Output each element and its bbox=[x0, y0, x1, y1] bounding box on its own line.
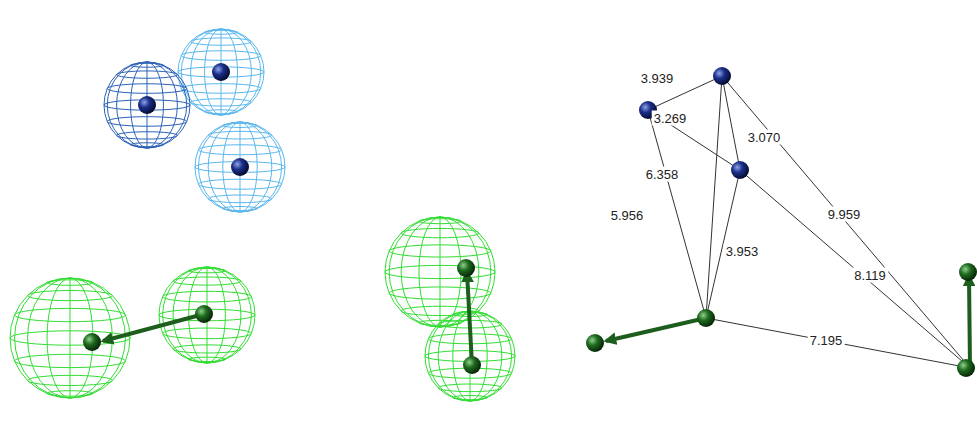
sphere-outline bbox=[195, 122, 285, 212]
distance-line bbox=[740, 170, 970, 368]
distance-line bbox=[722, 76, 740, 170]
sphere-parallel bbox=[28, 290, 113, 300]
distance-label: 9.959 bbox=[826, 207, 863, 222]
sphere-meridian bbox=[28, 278, 113, 398]
vector-arrow bbox=[467, 272, 472, 365]
sphere-parallel bbox=[107, 84, 186, 94]
distance-label: 8.119 bbox=[852, 268, 888, 283]
acceptor-atom bbox=[138, 96, 156, 114]
wireframe-sphere bbox=[159, 267, 255, 363]
sphere-parallel bbox=[191, 38, 252, 45]
sphere-parallel bbox=[223, 123, 257, 127]
acceptor-atom bbox=[231, 158, 249, 176]
distance-label: 6.358 bbox=[644, 167, 681, 182]
donor-atom bbox=[586, 334, 604, 352]
sphere-meridian bbox=[419, 217, 461, 327]
donor-atom bbox=[957, 359, 975, 377]
donor-atom bbox=[83, 333, 101, 351]
donor-atom bbox=[457, 259, 475, 277]
donor-atom bbox=[697, 309, 715, 327]
sphere-outline bbox=[104, 62, 190, 148]
donor-atom bbox=[959, 263, 977, 281]
vector-arrows bbox=[103, 272, 970, 368]
sphere-parallel bbox=[208, 131, 272, 139]
sphere-parallel bbox=[191, 99, 252, 106]
sphere-parallel bbox=[131, 143, 164, 147]
sphere-meridian bbox=[173, 267, 241, 363]
sphere-parallel bbox=[15, 354, 126, 367]
sphere-parallel bbox=[163, 291, 252, 302]
sphere-outline bbox=[159, 267, 255, 363]
sphere-parallel bbox=[28, 375, 113, 385]
sphere-outline bbox=[178, 29, 264, 115]
distance-label: 5.956 bbox=[609, 208, 646, 223]
distance-line bbox=[706, 318, 970, 368]
sphere-meridian bbox=[163, 267, 252, 363]
sphere-meridian bbox=[117, 62, 178, 148]
acceptor-atom bbox=[212, 63, 230, 81]
donor-atom bbox=[195, 305, 213, 323]
wireframe-sphere bbox=[178, 29, 264, 115]
vector-arrow bbox=[103, 314, 204, 341]
distance-line bbox=[722, 76, 970, 368]
sphere-parallel bbox=[181, 51, 260, 61]
acceptor-atom bbox=[731, 161, 749, 179]
sphere-parallel bbox=[181, 84, 260, 94]
sphere-parallel bbox=[438, 384, 502, 392]
sphere-parallel bbox=[173, 345, 241, 353]
sphere-meridian bbox=[440, 217, 441, 327]
sphere-meridian bbox=[389, 217, 491, 327]
vector-arrow bbox=[969, 276, 970, 368]
sphere-parallel bbox=[401, 228, 479, 237]
sphere-meridian bbox=[208, 122, 272, 212]
sphere-parallel bbox=[198, 145, 281, 155]
sphere-parallel bbox=[389, 287, 491, 299]
sphere-parallel bbox=[453, 396, 487, 400]
sphere-meridian bbox=[223, 122, 257, 212]
sphere-parallel bbox=[198, 179, 281, 189]
sphere-parallel bbox=[117, 132, 178, 139]
distance-label: 7.195 bbox=[808, 333, 845, 348]
sphere-meridian bbox=[107, 62, 186, 148]
sphere-parallel bbox=[117, 71, 178, 78]
sphere-parallel bbox=[173, 277, 241, 285]
sphere-parallel bbox=[47, 391, 93, 397]
vector-arrow bbox=[606, 318, 706, 341]
distance-label: 3.953 bbox=[724, 244, 761, 259]
sphere-parallel bbox=[205, 110, 238, 114]
sphere-meridian bbox=[205, 29, 238, 115]
sphere-outline bbox=[385, 217, 495, 327]
wireframe-spheres bbox=[10, 29, 515, 401]
sphere-parallel bbox=[419, 219, 461, 224]
sphere-parallel bbox=[189, 268, 226, 272]
sphere-parallel bbox=[208, 195, 272, 203]
donor-atom bbox=[463, 356, 481, 374]
distance-label: 3.070 bbox=[746, 130, 783, 145]
distance-line bbox=[648, 110, 706, 318]
sphere-meridian bbox=[198, 122, 281, 212]
sphere-parallel bbox=[189, 357, 226, 361]
distance-label: 3.939 bbox=[639, 71, 676, 86]
distance-label: 3.269 bbox=[652, 111, 689, 126]
wireframe-sphere bbox=[195, 122, 285, 212]
sphere-parallel bbox=[107, 117, 186, 127]
acceptor-atom bbox=[713, 67, 731, 85]
sphere-parallel bbox=[47, 280, 93, 286]
wireframe-sphere bbox=[104, 62, 190, 148]
sphere-parallel bbox=[223, 207, 257, 211]
sphere-parallel bbox=[15, 308, 126, 321]
wireframe-sphere bbox=[385, 217, 495, 327]
sphere-meridian bbox=[131, 62, 164, 148]
atoms bbox=[83, 63, 977, 377]
sphere-parallel bbox=[385, 265, 495, 278]
sphere-parallel bbox=[163, 328, 252, 339]
sphere-parallel bbox=[205, 30, 238, 34]
sphere-meridian bbox=[191, 29, 252, 115]
sphere-meridian bbox=[181, 29, 260, 115]
sphere-meridian bbox=[70, 278, 71, 398]
distance-lines bbox=[648, 76, 970, 368]
sphere-parallel bbox=[389, 245, 491, 257]
sphere-parallel bbox=[131, 63, 164, 67]
